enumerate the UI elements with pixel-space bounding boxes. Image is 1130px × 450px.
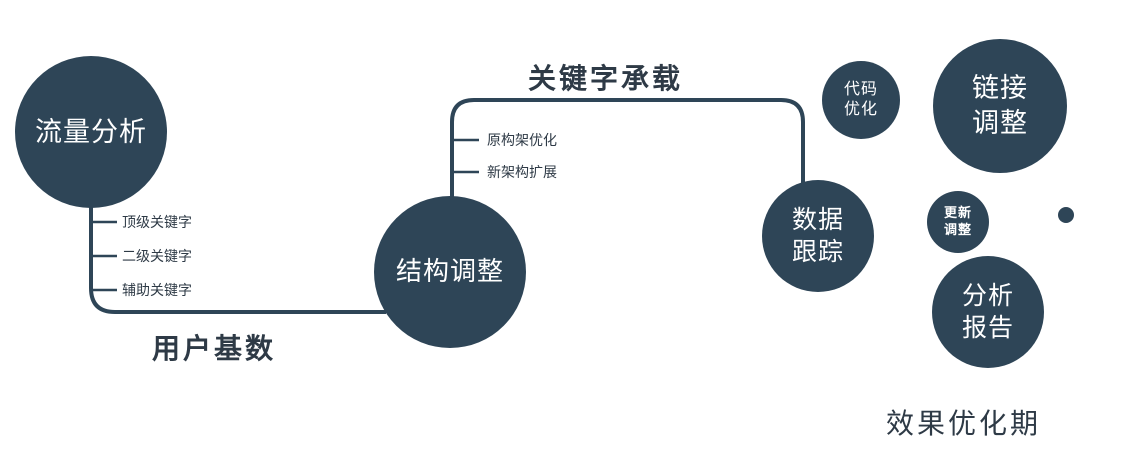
edge-label-keyword-carrying: 关键字承载 [528, 63, 684, 94]
node-code-optimization-line2: 优化 [843, 101, 878, 118]
branch-label-new-architecture: 新架构扩展 [487, 164, 557, 180]
node-traffic-analysis: 流量分析 [15, 56, 167, 208]
edge-traffic-to-structure [89, 192, 386, 314]
caption-effect-optimization-period: 效果优化期 [886, 408, 1042, 439]
branch-label-original-architecture: 原构架优化 [487, 132, 557, 148]
node-link-adjustment-line1: 链接 [972, 73, 1028, 104]
node-data-tracking-line2: 跟踪 [791, 238, 844, 266]
branch-label-auxiliary-keywords: 辅助关键字 [122, 282, 192, 298]
branch-tick-lines [91, 138, 479, 292]
node-code-optimization: 代码 优化 [822, 61, 900, 139]
node-link-adjustment-line2: 调整 [972, 108, 1028, 138]
branch-label-secondary-keywords: 二级关键字 [122, 248, 192, 264]
branch-label-top-keywords: 顶级关键字 [122, 214, 192, 230]
node-data-tracking-line1: 数据 [791, 206, 844, 234]
edge-structure-to-data-tracking [450, 98, 805, 203]
edge-label-user-base: 用户基数 [152, 333, 277, 364]
node-update-adjustment-line2: 调整 [943, 222, 972, 237]
node-data-tracking: 数据 跟踪 [762, 180, 874, 292]
node-traffic-analysis-label: 流量分析 [35, 116, 147, 147]
node-code-optimization-line1: 代码 [843, 80, 878, 98]
node-structure-adjustment-label: 结构调整 [395, 256, 504, 287]
node-analysis-report: 分析 报告 [932, 256, 1044, 368]
node-update-adjustment: 更新 调整 [927, 191, 989, 253]
node-update-adjustment-line1: 更新 [943, 205, 972, 221]
node-structure-adjustment: 结构调整 [374, 196, 526, 348]
node-analysis-report-line2: 报告 [961, 314, 1014, 342]
node-link-adjustment: 链接 调整 [933, 39, 1067, 173]
node-small-dot [1058, 207, 1074, 223]
node-analysis-report-line1: 分析 [961, 282, 1014, 310]
